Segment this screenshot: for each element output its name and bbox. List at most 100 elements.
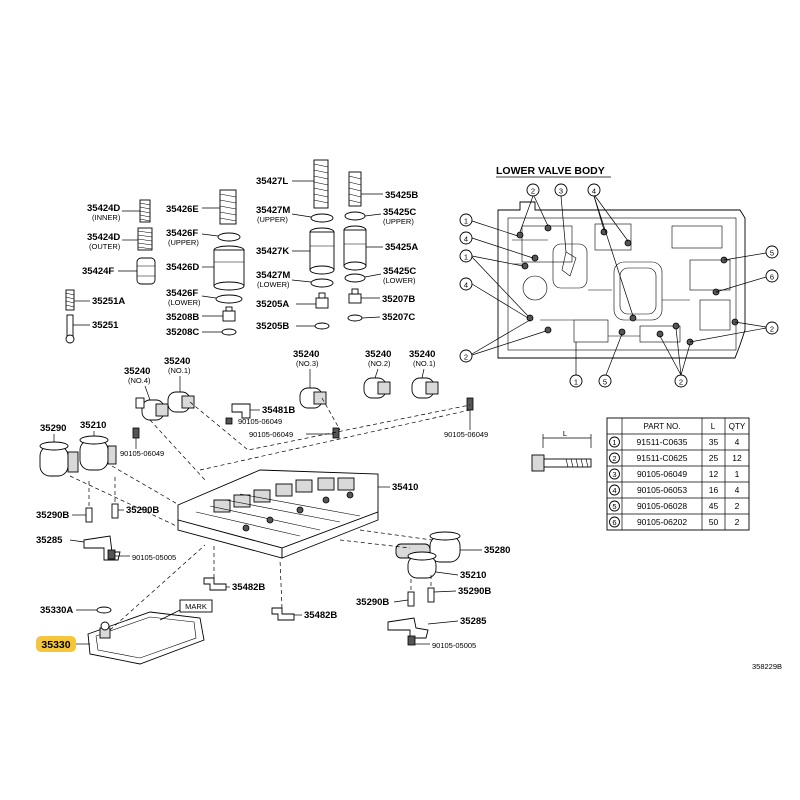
valve-35251[interactable] (65, 314, 75, 344)
sleeve-35425a[interactable] (343, 225, 367, 271)
label-35424d-inner-sub: (INNER) (92, 213, 121, 222)
label-35285-a: 35285 (36, 535, 63, 546)
oring-35427m-upper[interactable] (310, 213, 334, 223)
accumulator-35210-a[interactable] (79, 435, 117, 471)
plug-35207b[interactable] (348, 288, 362, 304)
bolt-diagram: L (531, 429, 592, 472)
clip-35208c[interactable] (221, 328, 237, 336)
label-35330a: 35330A (40, 605, 73, 616)
row-length: 45 (709, 501, 719, 511)
label-35330: 35330 (41, 639, 70, 651)
pin-35290b-c[interactable] (407, 591, 415, 607)
row-number-circle (609, 484, 620, 496)
label-90105-06049-c: 90105-06049 (120, 449, 164, 458)
oring-35427m-lower[interactable] (310, 278, 334, 288)
svg-text:1: 1 (464, 253, 468, 262)
label-35208c: 35208C (166, 327, 199, 338)
solenoid-35240-no4[interactable] (135, 397, 169, 421)
label-35290-a: 35290 (40, 423, 66, 434)
plug-35205a[interactable] (315, 292, 329, 309)
plug-35208b[interactable] (222, 306, 236, 322)
solenoid-35240-no2[interactable] (363, 377, 391, 399)
label-35205a: 35205A (256, 299, 289, 310)
solenoid-35240-no1-a[interactable] (167, 391, 195, 413)
label-35205b: 35205B (256, 321, 289, 332)
sleeve-35427k[interactable] (309, 227, 335, 275)
label-35425c-lower-sub: (LOWER) (383, 276, 416, 285)
solenoid-35240-no1-b[interactable] (411, 377, 439, 399)
oil-strainer-35330[interactable] (87, 611, 205, 665)
valve-spring-group-35426: 35426E 35426F (UPPER) 35426D 35426F (LOW… (166, 189, 245, 338)
bracket-35481b[interactable] (231, 403, 251, 419)
label-35426f-upper: 35426F (166, 228, 198, 239)
clip-35207c[interactable] (347, 314, 363, 322)
pin-35290b-b[interactable] (111, 503, 119, 519)
row-qty: 4 (735, 437, 740, 447)
row-number: 5 (612, 502, 616, 511)
oring-35425c-lower[interactable] (344, 273, 366, 283)
label-35427m-lower: 35427M (256, 270, 290, 281)
row-qty: 1 (735, 469, 740, 479)
label-35426f-upper-sub: (UPPER) (168, 238, 199, 247)
label-35425c-lower: 35425C (383, 266, 416, 277)
label-35427m-upper-sub: (UPPER) (257, 215, 288, 224)
bracket-35482b-a[interactable] (203, 577, 227, 591)
label-35290b-d: 35290B (458, 586, 491, 597)
bolt-90105-06049-b[interactable] (332, 427, 340, 439)
bolt-90105-06049-c[interactable] (132, 427, 140, 439)
valve-35424f[interactable] (136, 257, 156, 285)
callouts-left: 1 4 1 4 2 (459, 213, 547, 363)
row-length: 25 (709, 453, 719, 463)
label-35424d-outer: 35424D (87, 232, 120, 243)
svg-text:4: 4 (592, 187, 596, 196)
label-35426d: 35426D (166, 262, 199, 273)
oring-35426f-lower[interactable] (215, 294, 243, 304)
label-35410: 35410 (392, 482, 418, 493)
accumulator-group-right: 35280 35210 35290B 35290B 35285 90105-05… (339, 529, 510, 650)
accumulator-35210-b[interactable] (407, 551, 437, 579)
spring-35425b[interactable] (348, 171, 362, 207)
label-35240-no4-sub: (NO.4) (128, 376, 151, 385)
plate-35285-b[interactable] (387, 617, 429, 639)
bolt-90105-06049-d[interactable] (466, 397, 474, 411)
bracket-35482b-b[interactable] (271, 607, 295, 621)
solenoid-35240-no3[interactable] (299, 387, 327, 409)
spring-35427l[interactable] (313, 159, 329, 209)
table-header-part-no: PART NO. (644, 422, 681, 431)
label-35240-no3: 35240 (293, 349, 319, 360)
valve-spring-group-35424: 35424D (INNER) 35424D (OUTER) 35424F 352… (65, 199, 156, 344)
label-35424f: 35424F (82, 266, 114, 277)
inset-title: LOWER VALVE BODY (496, 165, 605, 177)
oring-35425c-upper[interactable] (344, 211, 366, 221)
spring-35426e[interactable] (219, 189, 237, 225)
oring-35426f-upper[interactable] (217, 232, 241, 242)
pin-35290b-d[interactable] (427, 587, 435, 603)
spring-35251a[interactable] (65, 289, 75, 311)
row-number-circle (609, 468, 620, 480)
row-number: 4 (612, 486, 616, 495)
row-length: 50 (709, 517, 719, 527)
valve-body-35410[interactable] (177, 469, 379, 559)
clip-35205b[interactable] (314, 322, 330, 330)
spring-35424d-outer[interactable] (137, 227, 153, 251)
label-35240-no2-sub: (NO.2) (368, 359, 391, 368)
label-35208b: 35208B (166, 312, 199, 323)
sleeve-35426d[interactable] (213, 245, 245, 291)
bolt-90105-06049-a[interactable] (225, 417, 233, 425)
gasket-35330a[interactable] (96, 606, 112, 614)
svg-text:2: 2 (464, 353, 468, 362)
accumulator-35290-a[interactable] (39, 441, 79, 477)
bolt-90105-05005-b[interactable] (407, 635, 416, 646)
svg-text:1: 1 (574, 378, 578, 387)
label-35427k: 35427K (256, 246, 289, 257)
svg-text:6: 6 (770, 273, 774, 282)
spring-35424d-inner[interactable] (139, 199, 151, 223)
bolt-90105-05005-a[interactable] (107, 549, 116, 560)
pin-35290b-a[interactable] (85, 507, 93, 523)
row-number-circle (609, 436, 620, 448)
label-35290b-c: 35290B (356, 597, 389, 608)
label-35251: 35251 (92, 320, 119, 331)
svg-text:4: 4 (464, 281, 468, 290)
label-35481b: 35481B (262, 405, 295, 416)
svg-text:5: 5 (603, 378, 607, 387)
